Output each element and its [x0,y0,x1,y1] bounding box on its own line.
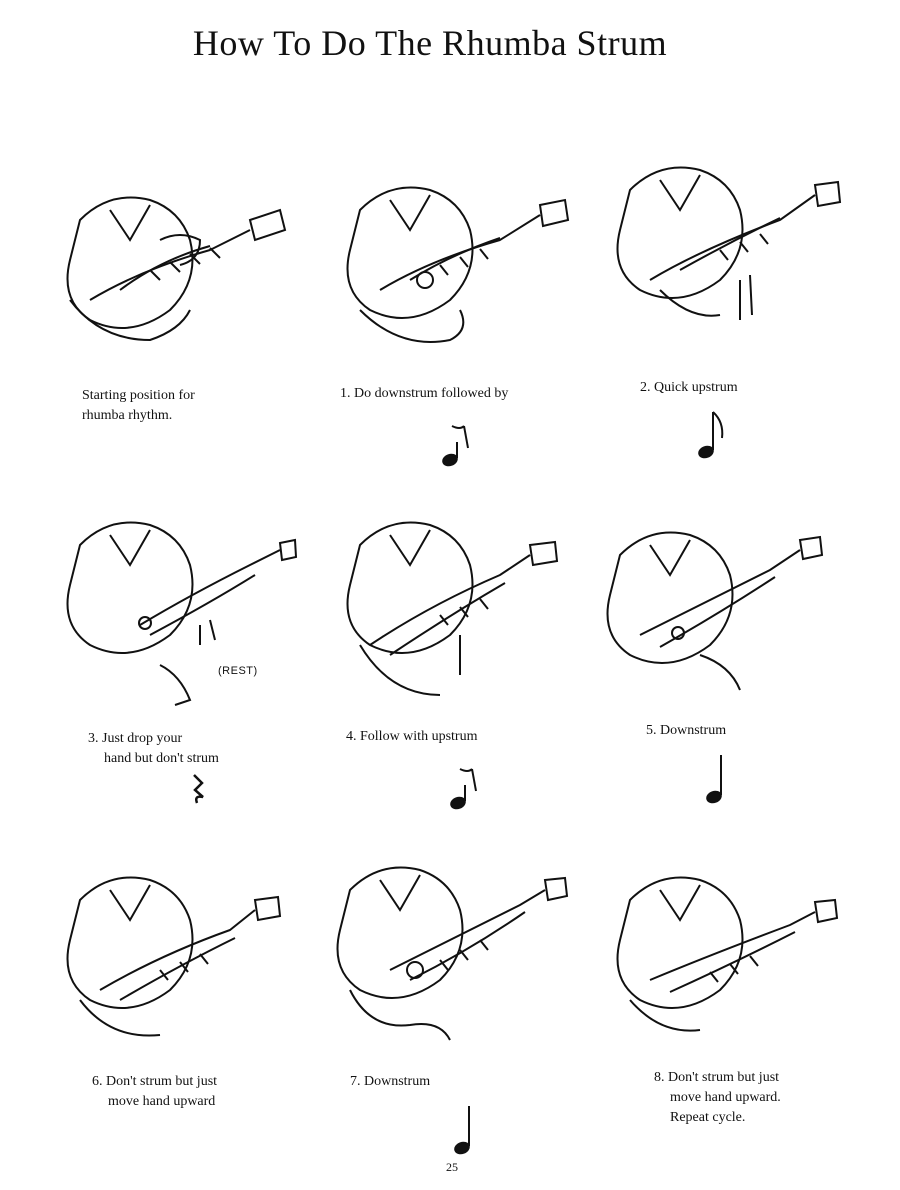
caption-line: rhumba rhythm. [82,408,173,423]
ukulele-player-illustration [330,515,610,715]
caption-line: 1. Do downstrum followed by [340,386,509,401]
ukulele-player-illustration [600,150,880,350]
caption-line: 8. Don't strum but just [654,1070,780,1085]
player-drawing [66,521,298,706]
step-caption: 8. Don't strum but just move hand upward… [654,1068,781,1128]
ukulele-player-illustration [60,860,340,1060]
caption-line: Repeat cycle. [670,1110,746,1125]
caption-line: 4. Follow with upstrum [346,729,478,744]
caption-line: move hand upward. [670,1090,781,1105]
caption-line: move hand upward [108,1094,216,1109]
player-drawing [606,531,824,691]
player-drawing [346,186,570,343]
caption-line: 5. Downstrum [646,723,727,738]
quarter-note-icon [702,749,738,809]
page-number: 25 [446,1160,458,1174]
strum-step-0: Starting position for rhumba rhythm. [50,150,330,480]
player-drawing [616,876,839,1032]
ukulele-player-illustration [610,860,890,1060]
caption-line: 3. Just drop your [88,731,183,746]
step-caption: 1. Do downstrum followed by [340,384,508,404]
ukulele-player-illustration [330,150,610,350]
step-caption: 4. Follow with upstrum [346,727,477,747]
step-caption: Starting position for rhumba rhythm. [82,386,195,426]
strum-step-7: 7. Downstrum [330,860,610,1190]
page-title: How To Do The Rhumba Strum [192,23,668,63]
strum-step-8: 8. Don't strum but just move hand upward… [610,860,890,1190]
ukulele-player-illustration [600,515,880,715]
quarter-note-icon [450,1100,486,1160]
strum-step-2: 2. Quick upstrum [600,150,880,480]
ukulele-player-illustration [330,860,610,1060]
step-caption: 5. Downstrum [646,721,726,741]
player-drawing [66,876,282,1037]
ukulele-player-illustration [50,515,330,715]
player-drawing [66,196,287,342]
strum-step-5: 5. Downstrum [600,515,880,845]
step-caption: 6. Don't strum but just move hand upward [92,1072,217,1112]
caption-line: hand but don't strum [104,751,219,766]
strum-step-4: 4. Follow with upstrum [330,515,610,845]
quarter-rest-icon [182,769,218,829]
strum-step-1: 1. Do downstrum followed by [330,150,610,480]
step-caption: 2. Quick upstrum [640,378,738,398]
caption-line: 6. Don't strum but just [92,1074,218,1089]
caption-line: 7. Downstrum [350,1074,431,1089]
rest-label: (REST) [218,665,258,677]
player-drawing [336,866,569,1041]
step-caption: 3. Just drop your hand but don't strum [88,729,219,769]
eighth-rest-icon [438,412,474,472]
ukulele-player-illustration [50,150,330,350]
caption-line: Starting position for [82,388,195,403]
eighth-note-icon [694,404,730,464]
eighth-rest-icon [446,755,482,815]
step-caption: 7. Downstrum [350,1072,430,1092]
strum-step-6: 6. Don't strum but just move hand upward [60,860,340,1190]
player-drawing [346,521,559,696]
strum-step-3: (REST) 3. Just drop your hand but don't … [50,515,330,845]
player-drawing [616,166,842,320]
caption-line: 2. Quick upstrum [640,380,738,395]
